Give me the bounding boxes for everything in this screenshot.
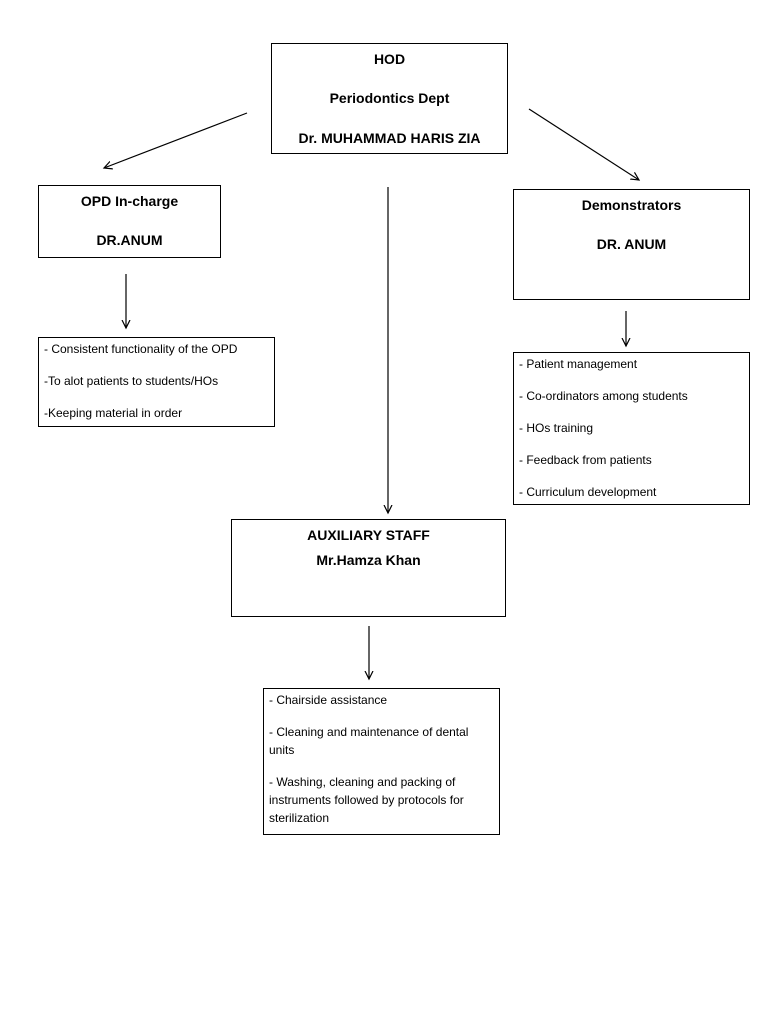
demonstrators-box: Demonstrators DR. ANUM [513,189,750,300]
list-item: - Washing, cleaning and packing of instr… [269,775,464,825]
auxiliary-staff-box: AUXILIARY STAFF Mr.Hamza Khan [231,519,506,617]
hod-label: HOD [373,51,406,67]
auxiliary-duties-box: - Chairside assistance - Cleaning and ma… [263,688,500,835]
list-item: - HOs training [519,421,594,435]
opd-incharge-title: OPD In-charge [80,193,179,209]
demonstrators-duties-box: - Patient management - Co-ordinators amo… [513,352,750,505]
list-item: - Curriculum development [519,485,657,499]
hod-name: Dr. MUHAMMAD HARIS ZIA [298,130,481,146]
list-item: - Co-ordinators among students [519,389,688,403]
opd-duties-box: - Consistent functionality of the OPD -T… [38,337,275,427]
list-item: - Patient management [519,357,638,371]
demonstrators-name: DR. ANUM [596,236,667,252]
list-item: - Consistent functionality of the OPD [44,342,238,356]
list-item: -To alot patients to students/HOs [44,374,219,388]
list-item: - Cleaning and maintenance of dental uni… [269,725,469,757]
opd-incharge-box: OPD In-charge DR.ANUM [38,185,221,258]
arrow-hod-to-opd [104,112,248,168]
hod-department: Periodontics Dept [329,90,450,106]
demonstrators-title: Demonstrators [581,197,682,213]
auxiliary-staff-name: Mr.Hamza Khan [316,552,421,568]
hod-box: HOD Periodontics Dept Dr. MUHAMMAD HARIS… [271,43,508,154]
opd-incharge-name: DR.ANUM [96,232,163,248]
list-item: - Chairside assistance [269,693,388,707]
list-item: -Keeping material in order [44,406,183,420]
auxiliary-staff-title: AUXILIARY STAFF [307,527,430,543]
list-item: - Feedback from patients [519,453,652,467]
arrow-hod-to-demonstrators [528,108,639,180]
